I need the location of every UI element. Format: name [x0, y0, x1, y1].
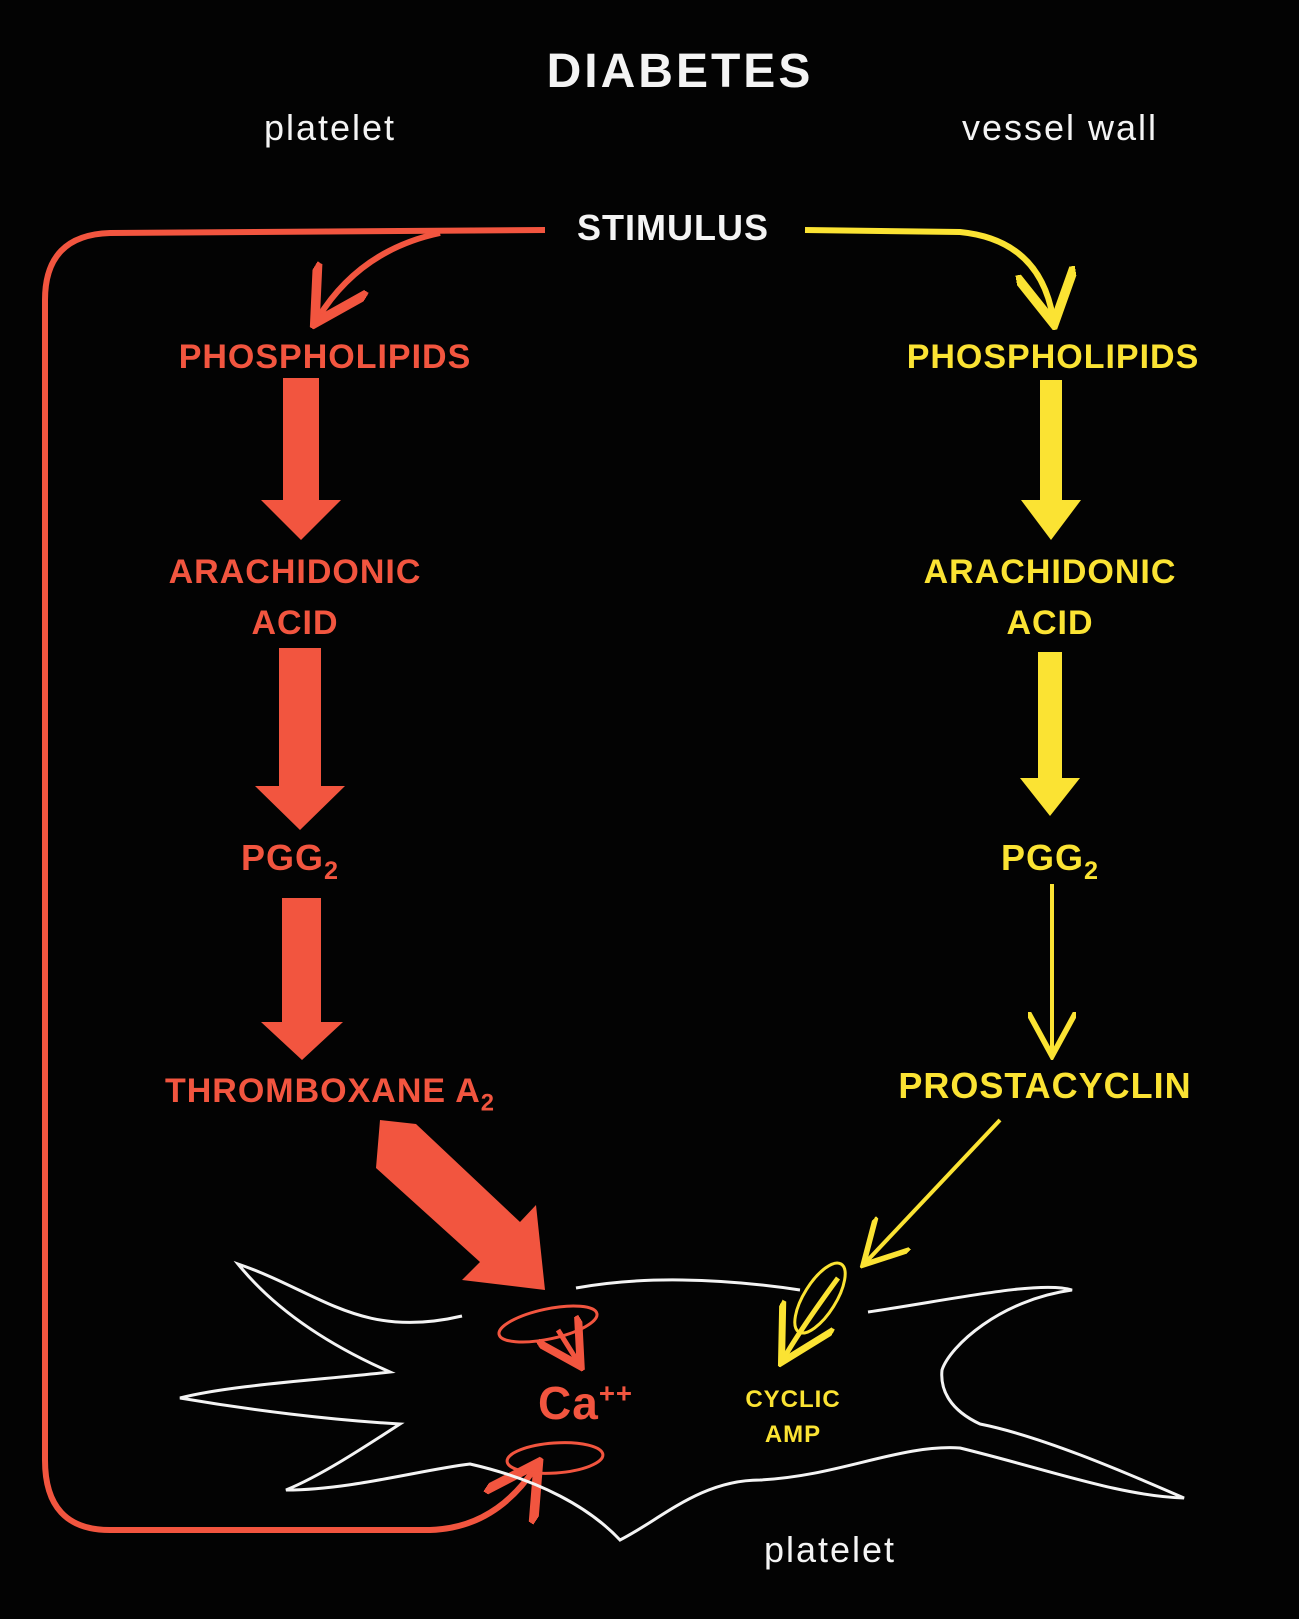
- platelet-header: platelet: [263, 107, 397, 148]
- diagram-title: DIABETES: [546, 45, 814, 98]
- membrane-receptor-top: [497, 1304, 599, 1344]
- yellow-arrow-receptor-to-cyclic-amp: [784, 1276, 841, 1358]
- left-arachidonic-label: ARACHIDONIC: [168, 553, 422, 591]
- prostacyclin-label: PROSTACYCLIN: [898, 1065, 1192, 1106]
- stimulus-label: STIMULUS: [577, 207, 769, 248]
- vessel-wall-header: vessel wall: [961, 107, 1159, 148]
- yellow-arrow-arachidonic-to-pgg: [1020, 652, 1080, 816]
- red-arrow-phospholipids-to-arachidonic: [261, 378, 341, 540]
- yellow-arrow-prostacyclin-to-receptor: [866, 1118, 1002, 1262]
- right-pgg-label: PGG2: [1000, 837, 1100, 885]
- right-arachidonic-label: ARACHIDONIC: [923, 553, 1177, 591]
- red-arrow-arachidonic-to-pgg: [255, 648, 345, 830]
- amp-label: AMP: [764, 1421, 822, 1448]
- red-arrow-pgg-to-thromboxane: [261, 898, 343, 1060]
- right-phospholipids-label: PHOSPHOLIPIDS: [906, 338, 1200, 376]
- calcium-label: Ca++: [538, 1377, 634, 1429]
- cyclic-label: CYCLIC: [745, 1386, 841, 1413]
- platelet-outline: [179, 1260, 1185, 1542]
- platelet-cell-label: platelet: [763, 1529, 897, 1570]
- feedback-loop-line: [42, 227, 546, 1533]
- left-acid-label: ACID: [251, 604, 339, 642]
- thromboxane-label: THROMBOXANE A2: [164, 1072, 496, 1117]
- prostacyclin-receptor: [793, 1261, 847, 1335]
- membrane-receptor-bottom: [505, 1441, 605, 1475]
- yellow-arrow-phospholipids-to-arachidonic: [1021, 380, 1081, 540]
- red-arrow-thromboxane-to-membrane: [376, 1120, 545, 1290]
- receptor-to-calcium-arrow: [558, 1330, 578, 1362]
- platelet-outline-top: [575, 1278, 801, 1292]
- stimulus-to-right-phospholipids-arrow: [804, 227, 1053, 318]
- right-acid-label: ACID: [1006, 604, 1094, 642]
- left-phospholipids-label: PHOSPHOLIPIDS: [178, 338, 472, 376]
- stimulus-to-left-phospholipids-arrow: [318, 230, 441, 318]
- left-pgg-label: PGG2: [240, 837, 340, 885]
